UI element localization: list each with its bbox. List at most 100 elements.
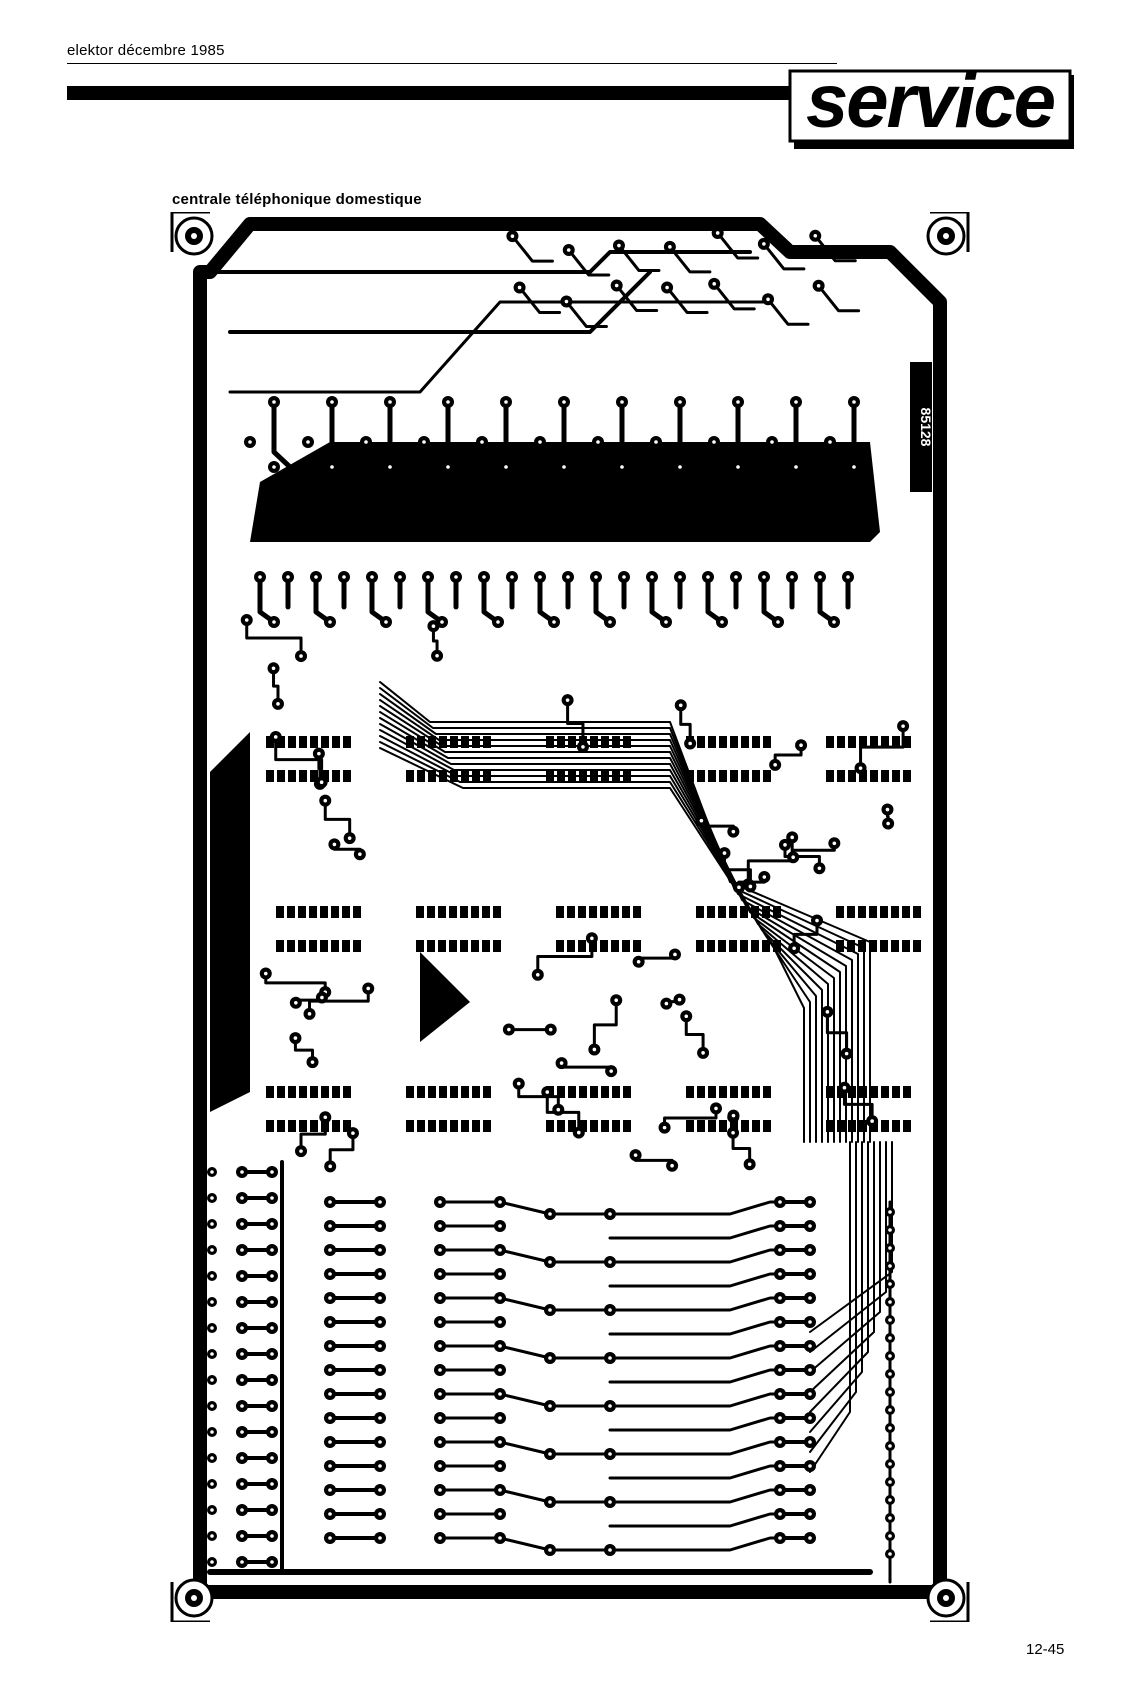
ic-pad [299,736,307,748]
ic-pad [826,1086,834,1098]
drill-hole [240,1196,244,1200]
drill-hole [438,1320,442,1324]
drill-hole [438,1392,442,1396]
ic-pad [612,736,620,748]
drill-hole [608,620,612,624]
trace [809,1141,881,1373]
drill-hole [240,1508,244,1512]
ic-pad [472,770,480,782]
ic-pad [343,770,351,782]
trace [766,297,810,326]
drill-hole [294,1000,298,1005]
drill-hole [815,918,819,923]
trace [566,698,585,749]
drill-hole [378,1200,382,1204]
trace [323,799,352,840]
drill-hole [498,1344,502,1348]
drill-hole [446,465,450,469]
drill-hole [240,1378,244,1382]
ic-pad [763,770,771,782]
drill-hole [328,1248,332,1252]
drill-hole [888,1408,892,1412]
trace [445,399,467,470]
ic-pad [686,770,694,782]
ic-pad [763,1086,771,1098]
ic-pad [611,906,619,918]
drill-hole [286,575,290,579]
drill-hole [498,1440,502,1444]
ic-pad [578,940,586,952]
drill-hole [808,1440,812,1444]
drill-hole [817,866,822,871]
trace [617,244,661,273]
drill-hole [270,1352,274,1356]
ic-pad [439,770,447,782]
drill-hole [808,1200,812,1204]
drill-hole [790,835,794,840]
trace [328,1131,355,1168]
ic-pad [406,770,414,782]
trace [264,972,327,994]
drill-hole [888,1264,892,1268]
drill-hole [378,1224,382,1228]
drill-hole [328,1164,333,1169]
drill-hole [668,245,672,249]
ic-pad [589,906,597,918]
drill-hole [734,575,738,579]
ic-pad [859,770,867,782]
ic-pad [612,1120,620,1132]
drill-hole [270,1248,274,1252]
drill-hole [548,1500,552,1504]
drill-hole [808,1512,812,1516]
drill-hole [608,1404,612,1408]
ic-pad [707,906,715,918]
ic-pad [611,940,619,952]
ic-pad [686,1086,694,1098]
ground-frame [193,217,947,1599]
ic-pad [288,736,296,748]
ic-pad [837,770,845,782]
mounting-hole-top-right [926,216,966,256]
drill-hole [778,1320,782,1324]
trace [379,735,817,1143]
ic-pad [406,736,414,748]
drill-hole [808,1464,812,1468]
ic-pad [741,1120,749,1132]
ic-pad [493,940,501,952]
drill-hole [504,400,508,404]
drill-hole [240,1352,244,1356]
ic-pad [439,1086,447,1098]
drill-hole [210,1248,214,1252]
drill-hole [678,703,683,708]
drill-hole [398,575,402,579]
ic-pad [427,906,435,918]
ic-pad [696,940,704,952]
drill-hole [808,1344,812,1348]
ic-pad [601,736,609,748]
drill-hole [778,1200,782,1204]
trace [809,1141,851,1473]
drill-hole [498,1512,502,1516]
ic-pad [891,940,899,952]
ic-pad [741,736,749,748]
drill-hole [210,1274,214,1278]
drill-hole [737,885,741,890]
drill-hole [778,1248,782,1252]
trace [792,918,819,950]
drill-hole [319,780,324,785]
drill-hole [438,1272,442,1276]
drill-hole [378,1392,382,1396]
ic-pad [881,1086,889,1098]
drill-hole [778,1536,782,1540]
trace [228,300,772,394]
drill-hole [504,465,508,469]
ic-pad [708,770,716,782]
ic-pad [718,906,726,918]
trace [608,1416,782,1432]
copper-pour-left [210,732,250,1112]
drill-hole [608,1356,612,1360]
ic-pad [276,906,284,918]
drill-hole [766,297,770,302]
drill-hole [332,842,337,847]
drill-hole [276,702,280,706]
